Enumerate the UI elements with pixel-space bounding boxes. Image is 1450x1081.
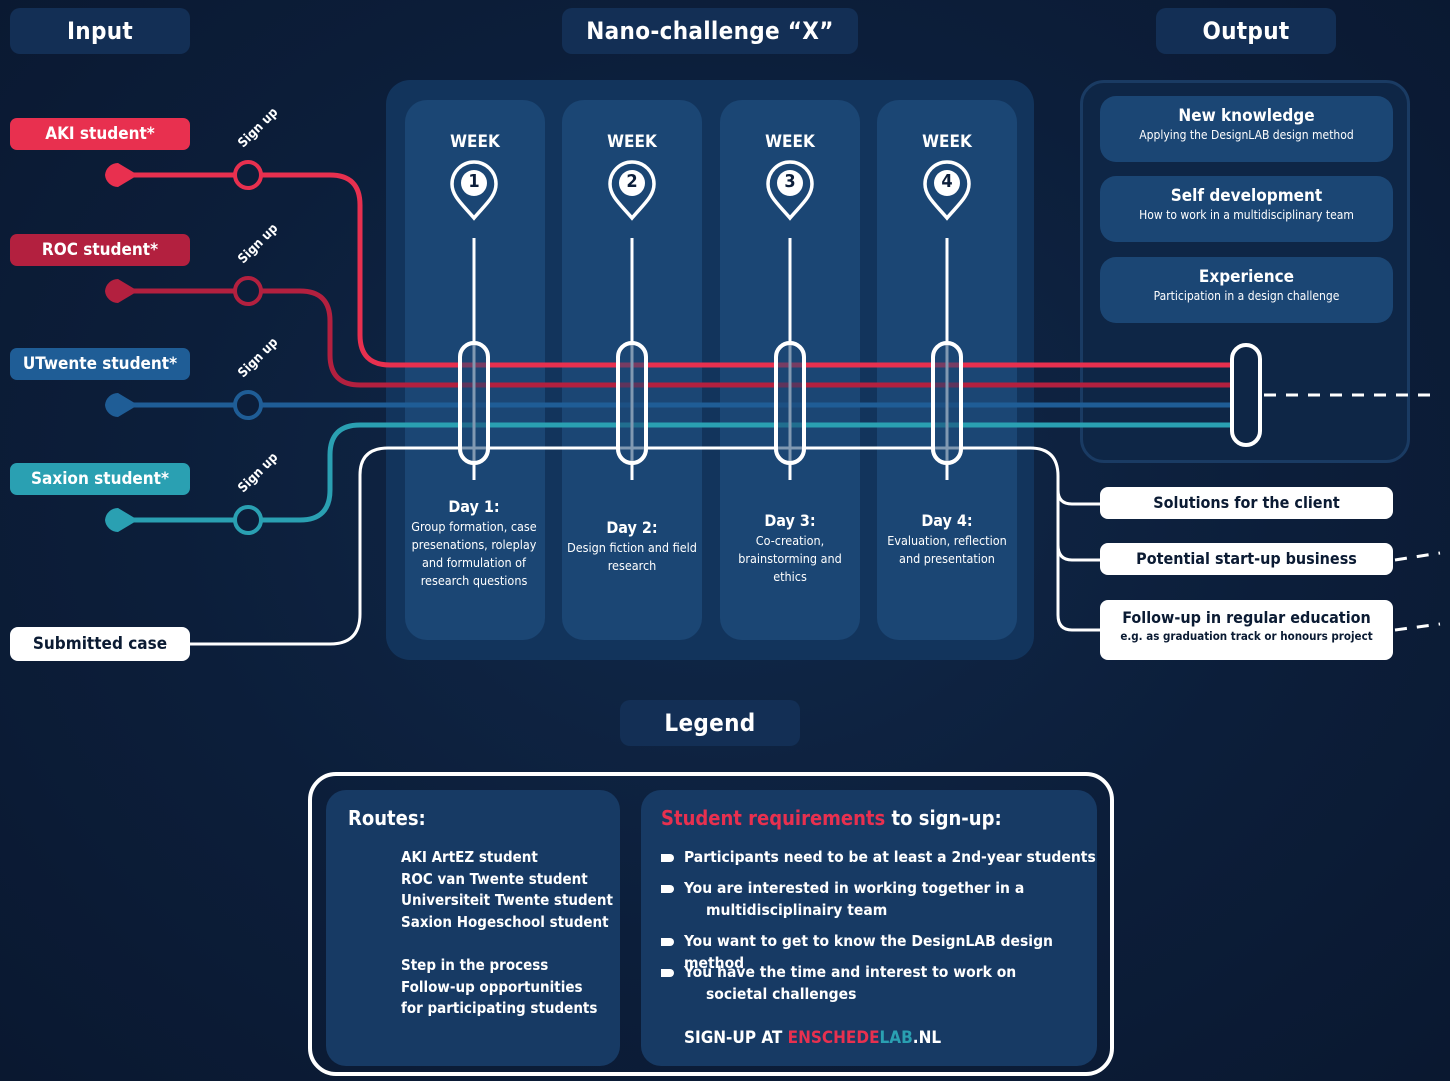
day-2-text: Day 2: Design fiction and field research [562, 517, 702, 575]
input-roc-student: ROC student* [10, 234, 190, 266]
day-4-title: Day 4: [921, 511, 973, 530]
result-followup: Follow-up in regular education e.g. as g… [1100, 600, 1393, 660]
signup-step-circles [233, 160, 263, 535]
result-followup-title: Follow-up in regular education [1122, 608, 1371, 627]
week-label-2: WEEK [607, 132, 657, 152]
legend-step-label: Step in the process [401, 956, 549, 974]
week-label-3: WEEK [765, 132, 815, 152]
output-self-development: Self development How to work in a multid… [1100, 176, 1393, 242]
requirement-3: You want to get to know the DesignLAB de… [684, 930, 1104, 974]
result-startup: Potential start-up business [1100, 543, 1393, 575]
requirement-1-line1: Participants need to be at least a 2nd-y… [684, 848, 1096, 866]
legend-route-utwente: Universiteit Twente student [401, 891, 613, 909]
output-new-knowledge: New knowledge Applying the DesignLAB des… [1100, 96, 1393, 162]
output-subtitle: Applying the DesignLAB design method [1139, 128, 1354, 142]
day-3-text: Day 3: Co-creation, brainstorming and et… [720, 510, 860, 586]
day-1-desc: Group formation, case presenations, role… [411, 519, 537, 588]
followup-dashes [1264, 393, 1441, 632]
requirement-2-line1: You are interested in working together i… [684, 879, 1025, 897]
day-1-title: Day 1: [448, 497, 500, 516]
route-start-markers [105, 162, 138, 533]
legend-requirements-panel [641, 790, 1097, 1066]
day-4-text: Day 4: Evaluation, reflection and presen… [877, 510, 1017, 568]
week-label-1: WEEK [450, 132, 500, 152]
output-subtitle: How to work in a multidisciplinary team [1139, 208, 1354, 222]
legend-routes-panel [326, 790, 620, 1066]
week-number-2: 2 [626, 171, 638, 192]
bullet-icon [661, 969, 674, 977]
signup-site-b: LAB [879, 1028, 913, 1048]
legend-route-roc: ROC van Twente student [401, 870, 588, 888]
legend-route-saxion: Saxion Hogeschool student [401, 913, 609, 931]
legend-box [308, 772, 1114, 1076]
requirement-4-line2: societal challenges [706, 985, 857, 1003]
routes-title: Routes: [348, 806, 426, 830]
legend-route-aki: AKI ArtEZ student [401, 848, 538, 866]
legend-header: Legend [620, 700, 800, 746]
day-4-desc: Evaluation, reflection and presentation [887, 533, 1007, 566]
result-solutions: Solutions for the client [1100, 487, 1393, 519]
week-number-1: 1 [468, 171, 480, 192]
week-number-4: 4 [941, 171, 953, 192]
requirement-4: You have the time and interest to work o… [684, 961, 1104, 1005]
output-experience: Experience Participation in a design cha… [1100, 257, 1393, 323]
week-label-4: WEEK [922, 132, 972, 152]
bullet-icon [661, 885, 674, 893]
signup-link[interactable]: SIGN-UP AT ENSCHEDELAB.NL [684, 1028, 941, 1048]
legend-followup-label-2: for participating students [401, 999, 598, 1017]
legend-followup-label-1: Follow-up opportunities [401, 978, 583, 996]
output-title: Experience [1198, 267, 1295, 287]
signup-site-c: .NL [912, 1028, 942, 1048]
output-subtitle: Participation in a design challenge [1153, 289, 1340, 303]
signup-site-a: ENSCHEDE [787, 1028, 880, 1048]
week-steps [450, 160, 971, 480]
requirements-title-rest: to sign-up: [885, 806, 1002, 830]
requirement-2-line2: multidisciplinairy team [706, 901, 888, 919]
output-title: New knowledge [1178, 106, 1315, 126]
submitted-case-pill: Submitted case [10, 627, 190, 661]
result-followup-subtitle: e.g. as graduation track or honours proj… [1120, 629, 1373, 643]
bullet-icon [661, 938, 674, 946]
output-step-capsule [1230, 343, 1262, 447]
challenge-header: Nano-challenge “X” [562, 8, 858, 54]
input-utwente-student: UTwente student* [10, 348, 190, 380]
route-saxion [120, 422, 1232, 523]
day-3-desc: Co-creation, brainstorming and ethics [738, 533, 842, 584]
requirement-1: Participants need to be at least a 2nd-y… [684, 846, 1104, 868]
signup-prefix: SIGN-UP AT [684, 1028, 788, 1048]
input-aki-student: AKI student* [10, 118, 190, 150]
bullet-icon [661, 854, 674, 862]
requirements-title-highlight: Student requirements [661, 806, 886, 830]
requirements-title: Student requirements to sign-up: [661, 806, 1002, 830]
day-2-title: Day 2: [606, 518, 658, 537]
day-1-text: Day 1: Group formation, case presenation… [404, 496, 544, 590]
day-3-title: Day 3: [764, 511, 816, 530]
requirement-4-line1: You have the time and interest to work o… [684, 963, 1017, 981]
route-aki [120, 172, 1232, 368]
input-header: Input [10, 8, 190, 54]
input-saxion-student: Saxion student* [10, 463, 190, 495]
output-header: Output [1156, 8, 1336, 54]
output-title: Self development [1170, 186, 1323, 206]
requirement-3-line1: You want to get to know the DesignLAB de… [684, 932, 1053, 972]
route-roc [120, 288, 1232, 388]
week-number-3: 3 [784, 171, 796, 192]
requirement-2: You are interested in working together i… [684, 877, 1104, 921]
day-2-desc: Design fiction and field research [567, 540, 697, 573]
